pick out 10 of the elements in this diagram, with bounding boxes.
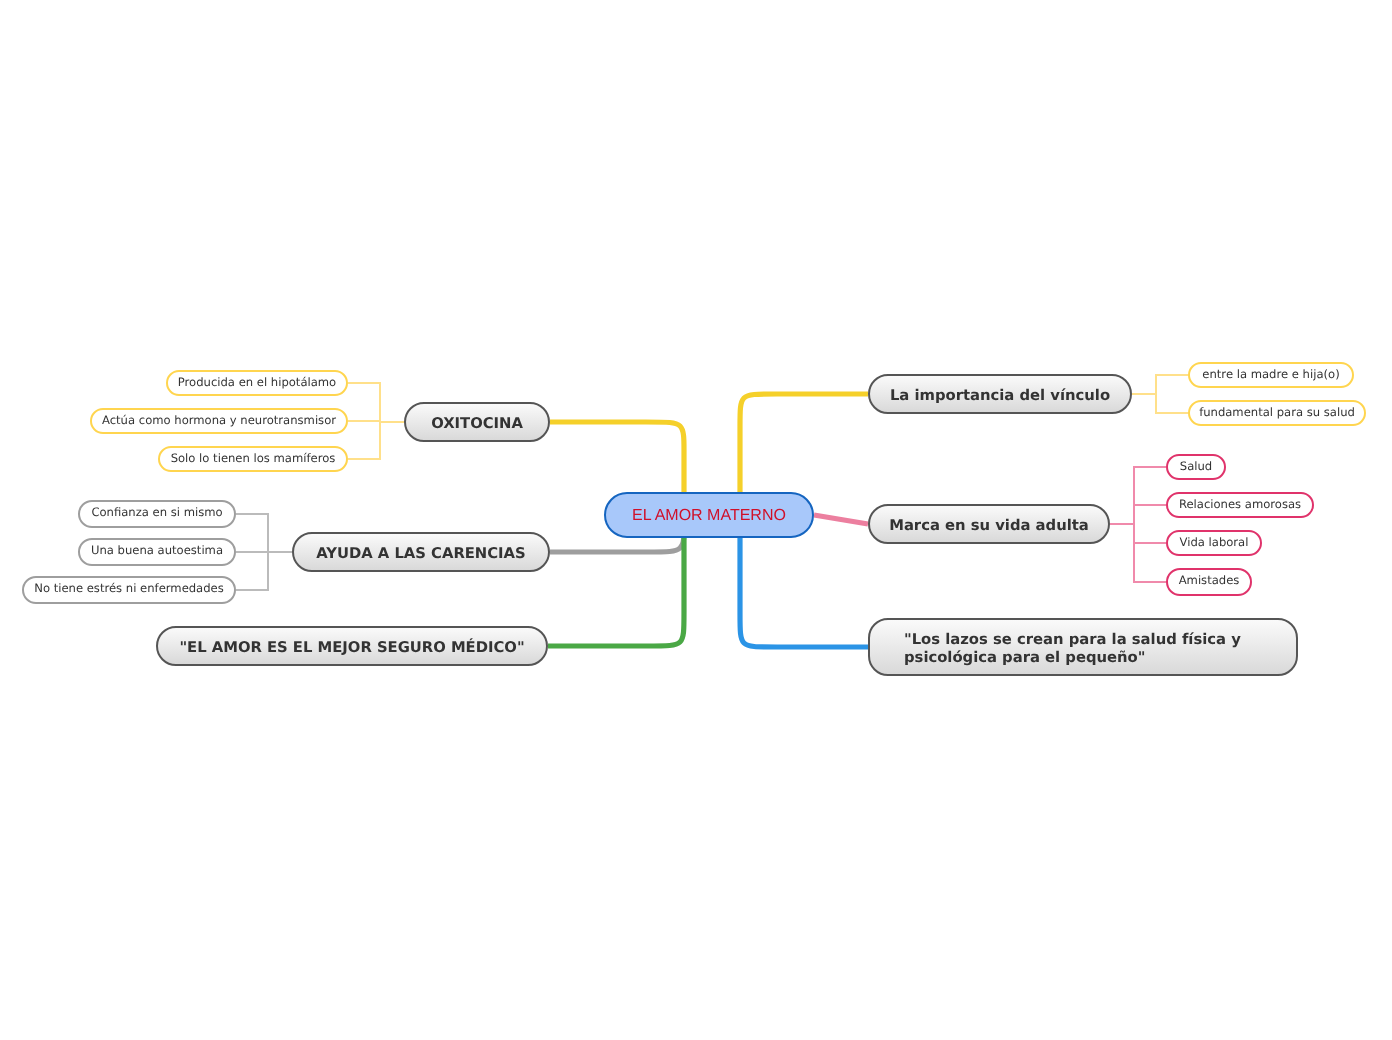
connector-line xyxy=(1131,393,1189,414)
connector-line xyxy=(737,391,868,492)
connector-line xyxy=(550,419,687,492)
connector-line xyxy=(548,538,687,649)
connector-line xyxy=(235,551,293,591)
connector-line xyxy=(813,512,869,527)
connector-line xyxy=(347,421,405,460)
central-topic: EL AMOR MATERNO xyxy=(604,492,814,538)
connector-line xyxy=(737,538,868,650)
connector-line xyxy=(1109,523,1167,583)
